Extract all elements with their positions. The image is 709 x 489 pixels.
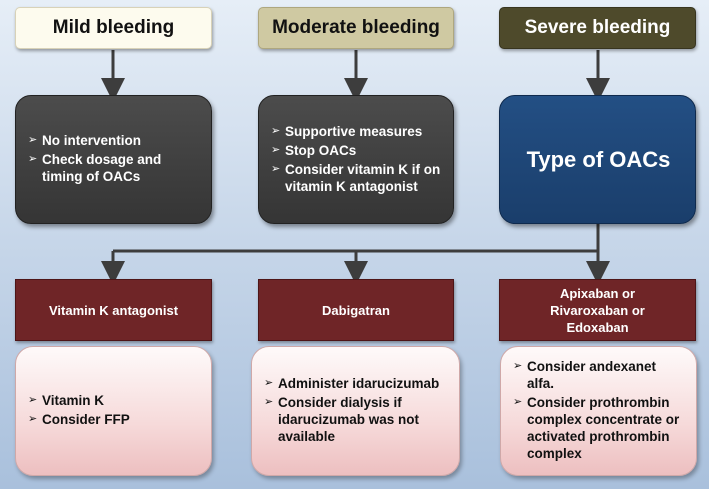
moderate-management-box: Supportive measures Stop OACs Consider v… [258, 95, 454, 224]
drug-label-line: Rivaroxaban or [550, 302, 645, 318]
dabigatran-actions-list: Administer idarucizumab Consider dialysi… [264, 375, 449, 447]
xa-inhibitor-actions-box: Consider andexanet alfa. Consider prothr… [500, 346, 697, 476]
dabigatran-actions-box: Administer idarucizumab Consider dialysi… [251, 346, 460, 476]
list-item: Consider prothrombin complex concentrate… [513, 394, 686, 462]
xa-inhibitor-actions-list: Consider andexanet alfa. Consider prothr… [513, 358, 686, 464]
list-item: Consider FFP [28, 411, 130, 428]
list-item: Check dosage and timing of OACs [28, 151, 201, 185]
moderate-management-list: Supportive measures Stop OACs Consider v… [271, 123, 443, 197]
drug-label: Vitamin K antagonist [48, 302, 179, 318]
severe-bleeding-header: Severe bleeding [499, 7, 696, 49]
mild-bleeding-header: Mild bleeding [15, 7, 212, 49]
list-item: Administer idarucizumab [264, 375, 449, 392]
list-item: No intervention [28, 132, 201, 149]
drug-label: Apixaban or Rivaroxaban or Edoxaban [550, 285, 645, 336]
type-of-oacs-box: Type of OACs [499, 95, 696, 224]
list-item: Consider vitamin K if on vitamin K antag… [271, 161, 443, 195]
drug-label: Dabigatran [322, 302, 390, 318]
list-item: Supportive measures [271, 123, 443, 140]
vka-actions-box: Vitamin K Consider FFP [15, 346, 212, 476]
moderate-bleeding-header: Moderate bleeding [258, 7, 454, 49]
list-item: Consider andexanet alfa. [513, 358, 686, 392]
drug-label-line: Edoxaban [566, 319, 629, 335]
vka-actions-list: Vitamin K Consider FFP [28, 392, 130, 430]
type-of-oacs-title: Type of OACs [526, 146, 671, 172]
dabigatran-box: Dabigatran [258, 279, 454, 341]
drug-label-line: Apixaban or [559, 285, 636, 301]
list-item: Vitamin K [28, 392, 130, 409]
list-item: Consider dialysis if idarucizumab was no… [264, 394, 449, 445]
mild-management-list: No intervention Check dosage and timing … [28, 132, 201, 187]
mild-management-box: No intervention Check dosage and timing … [15, 95, 212, 224]
factor-xa-inhibitors-box: Apixaban or Rivaroxaban or Edoxaban [499, 279, 696, 341]
list-item: Stop OACs [271, 142, 443, 159]
vitamin-k-antagonist-box: Vitamin K antagonist [15, 279, 212, 341]
